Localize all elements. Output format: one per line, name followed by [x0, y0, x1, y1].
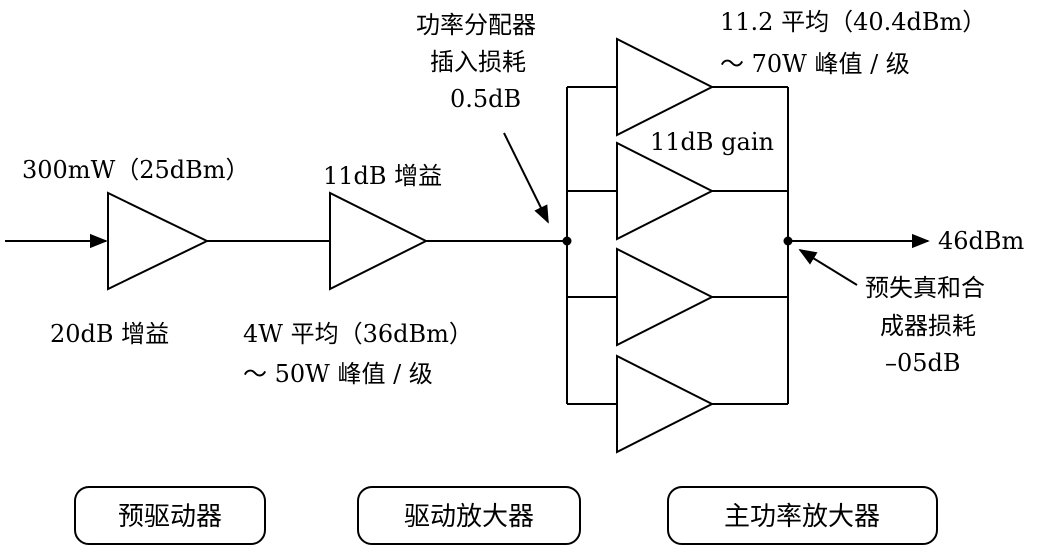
- main-amplifier-triangle-1: [616, 37, 715, 137]
- splitter-junction-dot: [562, 236, 572, 246]
- stage-label-predriver: 预驱动器: [118, 502, 222, 532]
- main-output-label-line2: ～ 70W 峰值 / 级: [720, 50, 910, 78]
- predriver-gain-label: 20dB 增益: [50, 320, 169, 348]
- predriver-amplifier-triangle: [107, 191, 210, 291]
- main-amplifier-triangle-3: [616, 247, 715, 347]
- main-amplifier-triangle-4: [616, 354, 715, 454]
- main-amplifier-triangle-2: [616, 141, 715, 241]
- splitter-label-line3: 0.5dB: [450, 85, 521, 113]
- splitter-loss-pointer: [503, 132, 549, 224]
- stage-box-predriver: 预驱动器: [74, 486, 266, 545]
- splitter-label-line2: 插入损耗: [430, 48, 526, 76]
- combiner-loss-label-line3: –05dB: [885, 349, 961, 377]
- output-power-label: 46dBm: [938, 227, 1025, 255]
- main-gain-label: 11dB gain: [650, 128, 774, 156]
- splitter-label-line1: 功率分配器: [416, 11, 536, 39]
- driver-amplifier-triangle: [329, 191, 429, 291]
- driver-gain-label: 11dB 增益: [323, 162, 442, 190]
- input-power-label: 300mW（25dBm）: [22, 156, 250, 184]
- stage-box-main: 主功率放大器: [667, 486, 938, 545]
- combiner-loss-pointer: [798, 249, 858, 286]
- stage-label-driver: 驱动放大器: [404, 502, 534, 532]
- combiner-loss-label-line1: 预失真和合: [865, 274, 985, 302]
- stage-label-main: 主功率放大器: [724, 502, 880, 532]
- driver-output-label-line1: 4W 平均（36dBm）: [243, 320, 473, 348]
- main-output-label-line1: 11.2 平均（40.4dBm）: [720, 8, 986, 36]
- stage-box-driver: 驱动放大器: [357, 486, 581, 545]
- combiner-loss-label-line2: 成器损耗: [880, 312, 976, 340]
- driver-output-label-line2: ～ 50W 峰值 / 级: [243, 360, 433, 388]
